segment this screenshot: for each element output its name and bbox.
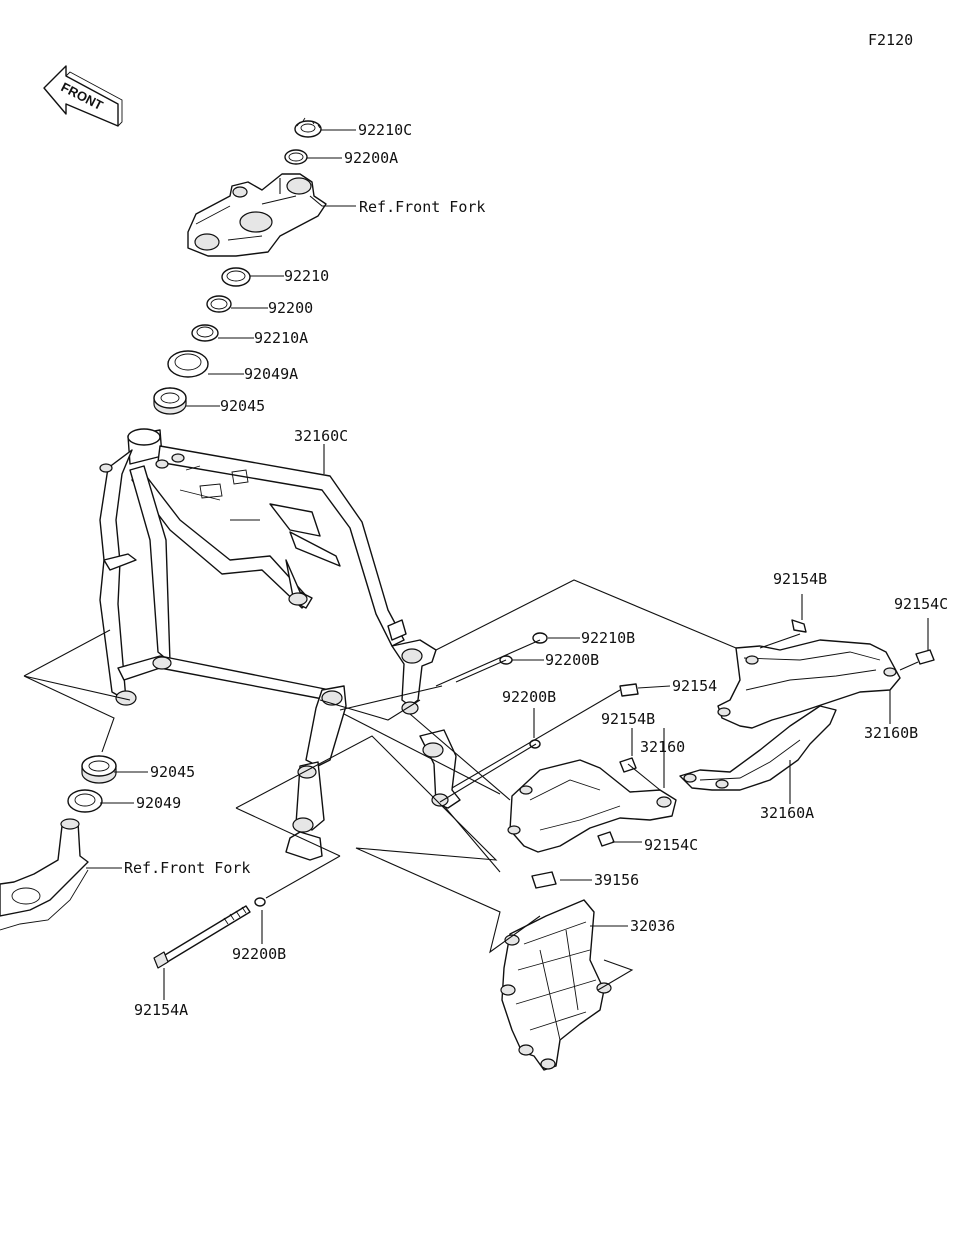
label-39156: 39156 [594, 871, 639, 889]
lower-steering-stem [0, 818, 89, 931]
label-92045-top: 92045 [220, 397, 265, 415]
bolt-92154C-mid [597, 831, 615, 847]
label-32160C: 32160C [294, 427, 348, 445]
washer-92200A [284, 149, 308, 165]
bolt-92154 [619, 683, 639, 697]
bolt-92154C-right [915, 649, 935, 665]
label-92200B-right: 92200B [545, 651, 599, 669]
label-92049A: 92049A [244, 365, 298, 383]
label-92154C-right: 92154C [894, 595, 948, 613]
bolt-92154B-right [791, 619, 807, 633]
bearing-92045-top [153, 387, 187, 415]
bracket-32160 [507, 759, 677, 853]
label-92154B-right: 92154B [773, 570, 827, 588]
label-32036: 32036 [630, 917, 675, 935]
upper-triple-clamp [187, 173, 327, 257]
washer-92200 [206, 295, 232, 313]
bolt-92154B-mid [619, 757, 637, 773]
seal-92049A [167, 350, 209, 378]
washer-92200B-bottom [254, 897, 266, 907]
label-92210C: 92210C [358, 121, 412, 139]
bracket-32160A [679, 705, 837, 791]
label-92154B-mid: 92154B [601, 710, 655, 728]
long-bolt-92154A [153, 905, 251, 969]
leader-lines [23, 129, 929, 1000]
label-92210A: 92210A [254, 329, 308, 347]
bearing-92045-bottom [81, 755, 117, 784]
front-arrow-icon: FRONT [43, 65, 123, 127]
label-92210: 92210 [284, 267, 329, 285]
label-92200B-mid: 92200B [502, 688, 556, 706]
label-92200A: 92200A [344, 149, 398, 167]
nut-92210B [532, 632, 548, 644]
label-32160B: 32160B [864, 724, 918, 742]
bracket-32160B [717, 639, 901, 729]
steering-stem-nut [294, 117, 322, 138]
label-ref-front-fork-top: Ref.Front Fork [359, 198, 485, 216]
figure-code: F2120 [868, 31, 913, 49]
nut-92210A [191, 324, 219, 342]
label-92210B: 92210B [581, 629, 635, 647]
label-92200: 92200 [268, 299, 313, 317]
engine-bracket-32036 [500, 899, 612, 1071]
label-92154A: 92154A [134, 1001, 188, 1019]
label-32160: 32160 [640, 738, 685, 756]
label-92045-bottom: 92045 [150, 763, 195, 781]
nut-92210 [221, 267, 251, 287]
seal-92049 [67, 789, 103, 813]
label-92154: 92154 [672, 677, 717, 695]
label-ref-front-fork-bottom: Ref.Front Fork [124, 859, 250, 877]
label-92049: 92049 [136, 794, 181, 812]
label-plate-39156 [531, 871, 557, 889]
label-92200B-bottom: 92200B [232, 945, 286, 963]
label-92154C-mid: 92154C [644, 836, 698, 854]
label-32160A: 32160A [760, 804, 814, 822]
main-frame [99, 428, 461, 861]
